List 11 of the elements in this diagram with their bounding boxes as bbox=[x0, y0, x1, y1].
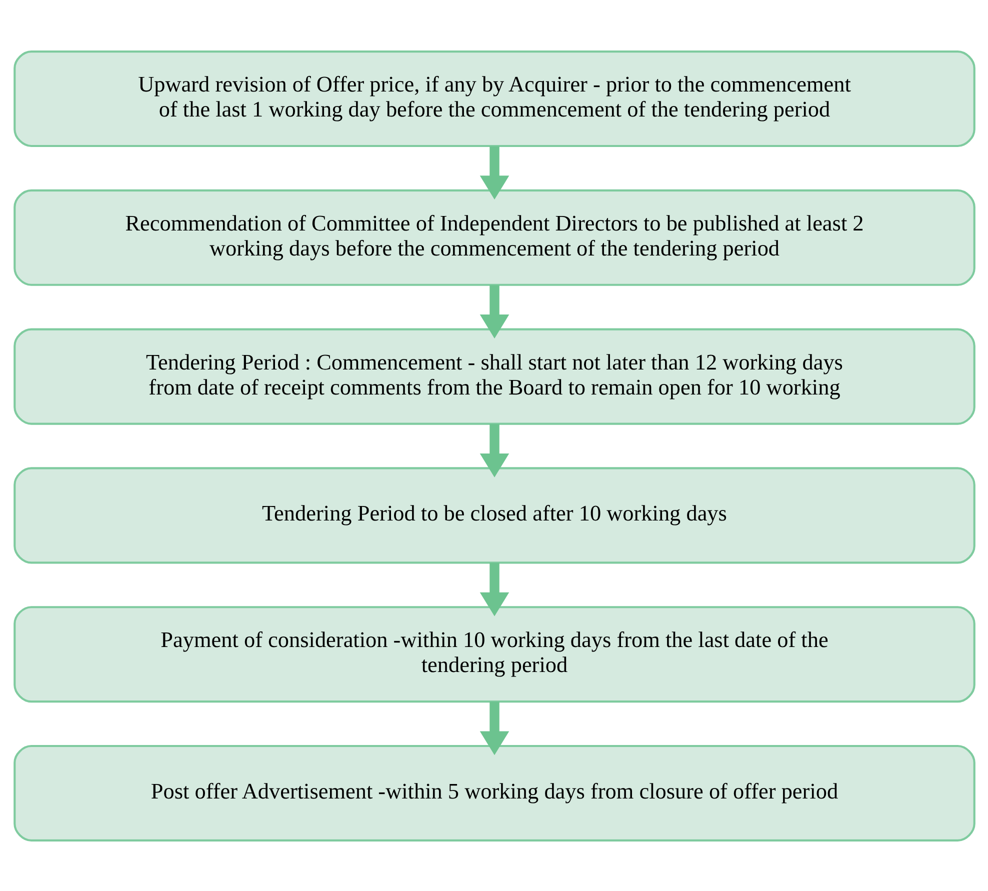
arrow bbox=[479, 284, 509, 338]
node-box: Recommendation of Committee of Independent Directors to be published at least 2 working days before the commencement of the tendering period bbox=[13, 188, 975, 286]
node-box: Tendering Period to be closed after 10 working days bbox=[13, 466, 975, 564]
node-box: Upward revision of Offer price, if any by Acquirer - prior to the commencement of the last 1 working day before the commencement of the tendering period bbox=[13, 50, 975, 147]
arrow bbox=[479, 701, 509, 755]
node-box: Tendering Period : Commencement - shall start not later than 12 working days from date of receipt comments from the Board to remain open for 10 working bbox=[13, 328, 975, 424]
arrow bbox=[479, 146, 509, 200]
node-box: Payment of consideration -within 10 working days from the last date of the tendering period bbox=[13, 606, 975, 702]
arrow bbox=[479, 562, 509, 616]
node-box: Post offer Advertisement -within 5 working days from closure of offer period bbox=[13, 744, 975, 841]
arrow bbox=[479, 424, 509, 477]
